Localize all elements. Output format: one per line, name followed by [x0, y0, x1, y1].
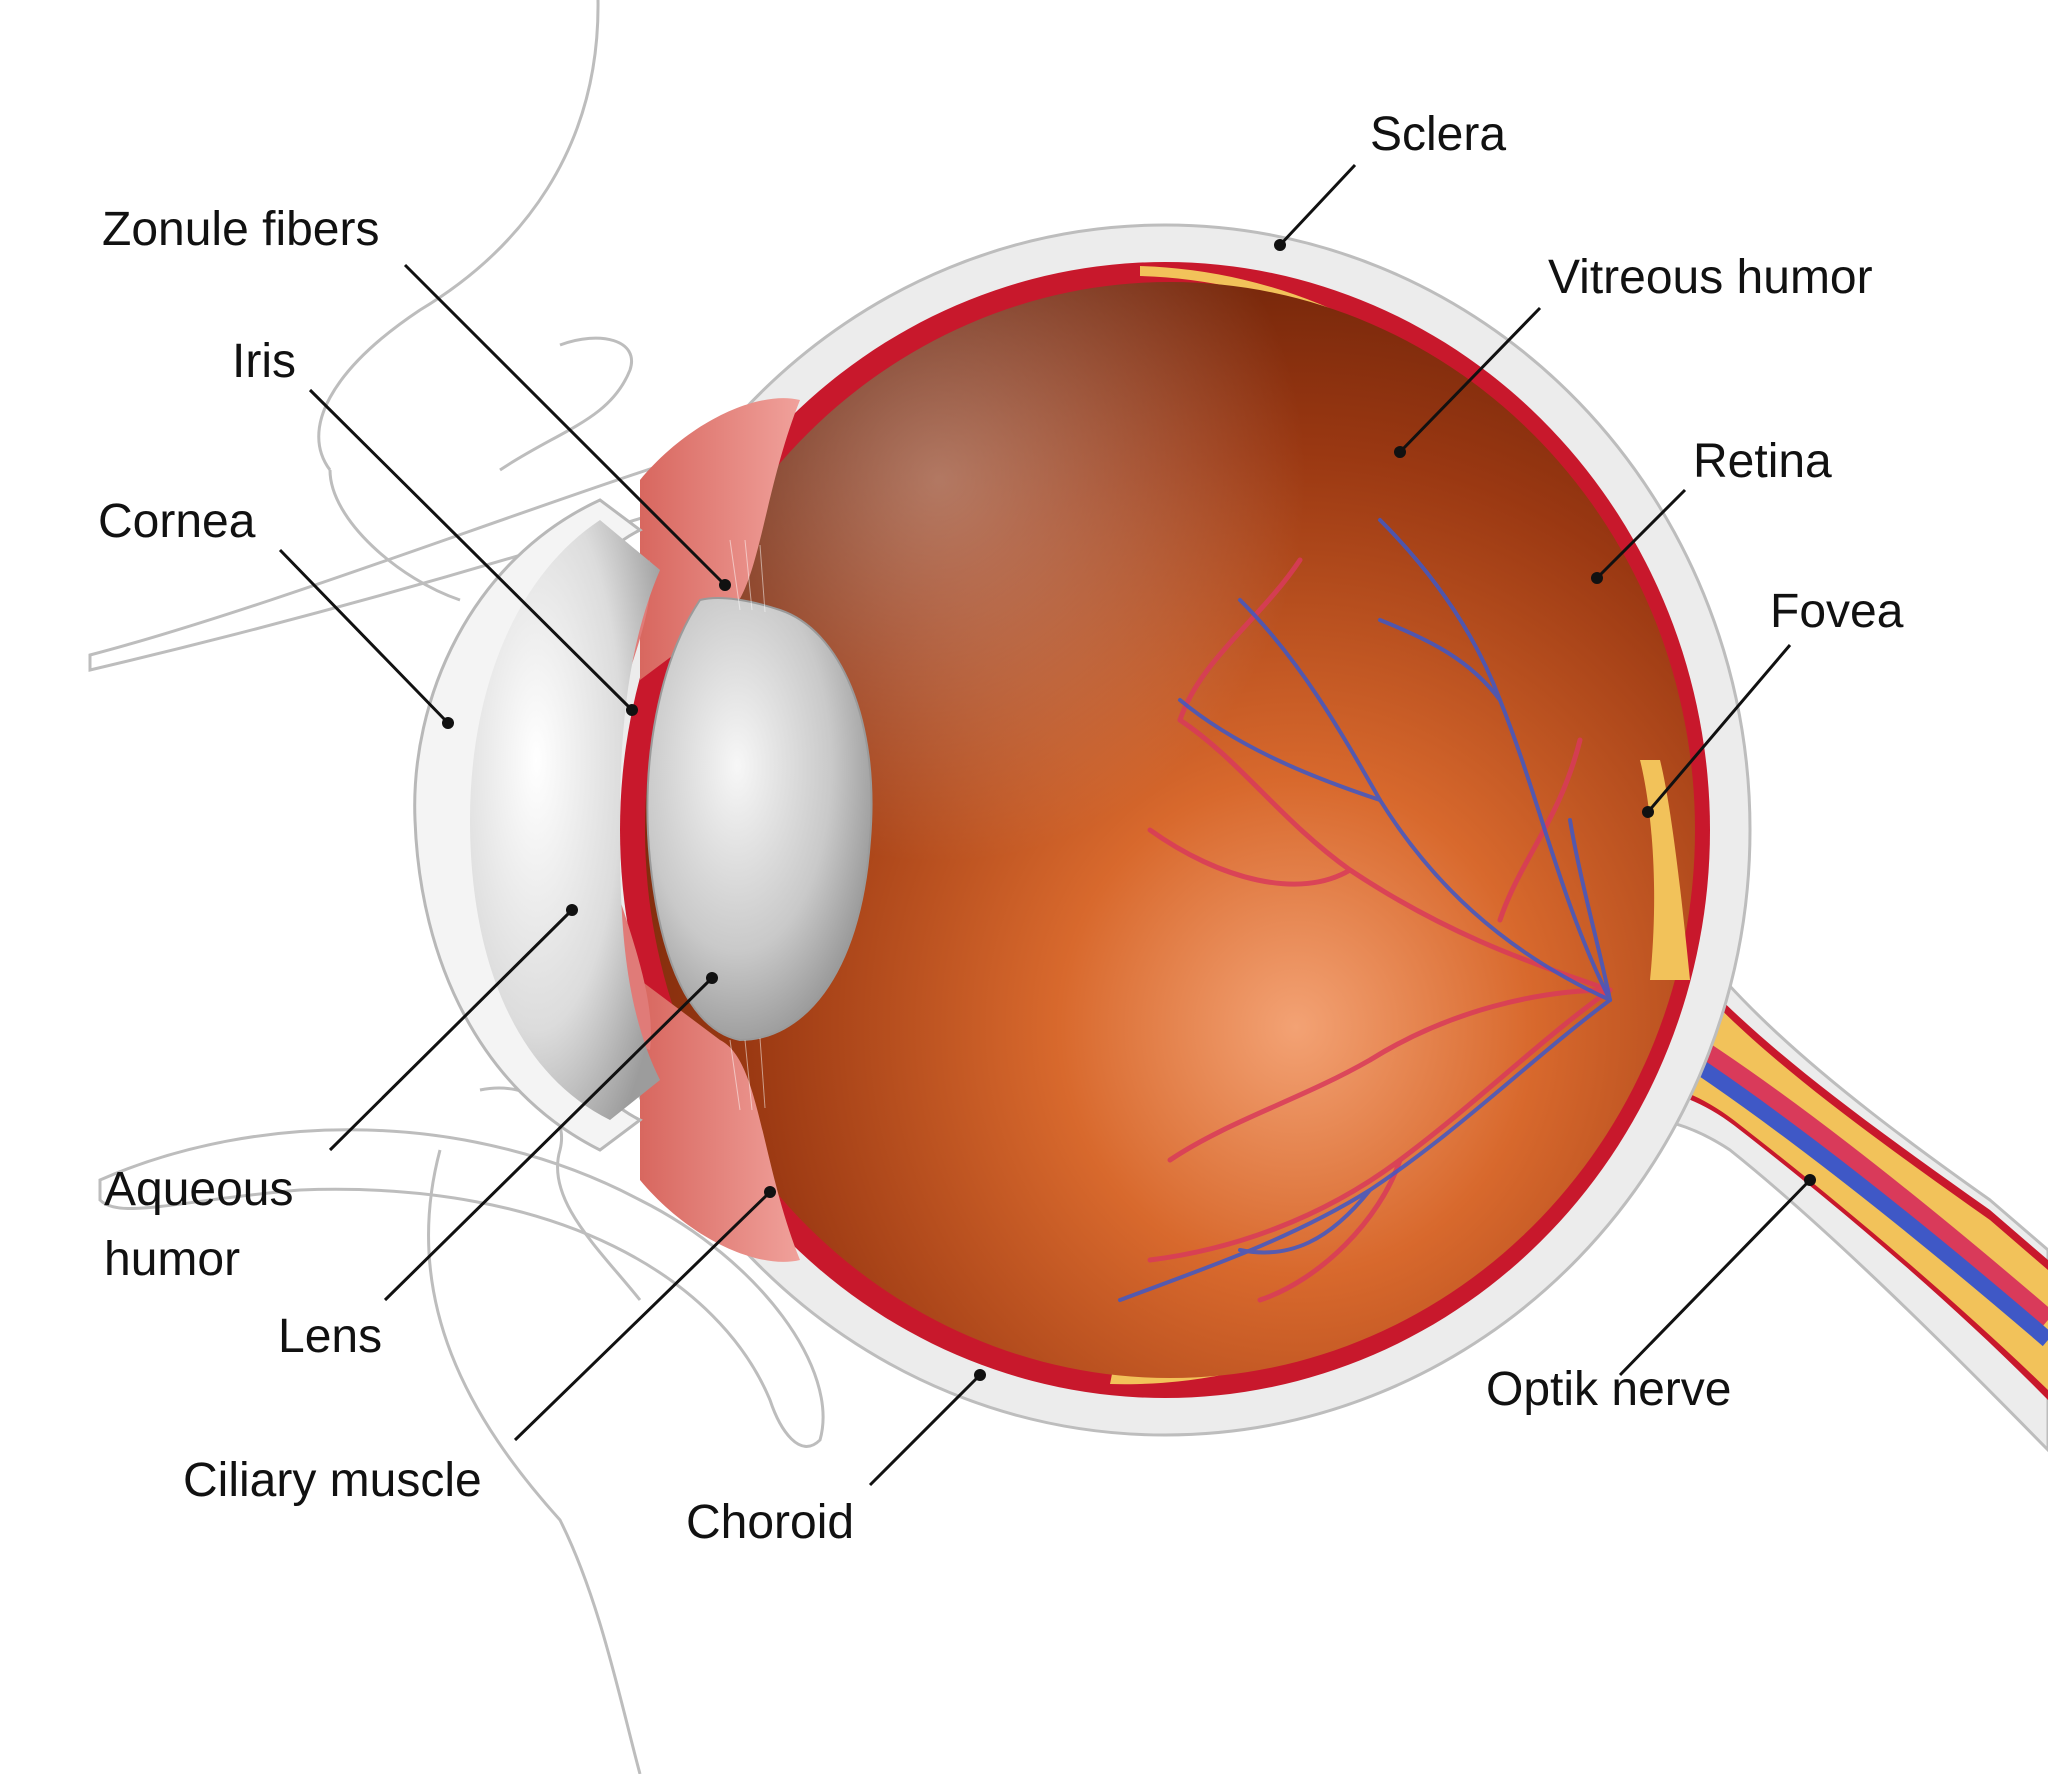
- leader-sclera-dot: [1274, 239, 1286, 251]
- leader-ciliary-muscle: [513, 1190, 772, 1442]
- leader-vitreous-humor-dot: [1394, 446, 1406, 458]
- leader-vitreous-humor: [1398, 306, 1542, 454]
- label-aqueous-line1: Aqueous: [104, 1163, 294, 1216]
- leader-zonule-fibers: [403, 263, 727, 587]
- labels-layer: Sclera Zonule fibers Vitreous humor Iris…: [98, 108, 1904, 1549]
- leader-iris-dot: [626, 704, 638, 716]
- label-aqueous-line2: humor: [104, 1233, 240, 1286]
- leader-zonule-fibers-dot: [719, 579, 731, 591]
- label-iris: Iris: [232, 335, 296, 388]
- leader-retina-dot: [1591, 572, 1603, 584]
- label-retina: Retina: [1693, 435, 1832, 488]
- label-zonule-fibers: Zonule fibers: [102, 203, 379, 256]
- leader-cornea: [278, 548, 450, 725]
- leader-ciliary-muscle-dot: [764, 1186, 776, 1198]
- leader-fovea-dot: [1642, 806, 1654, 818]
- label-ciliary-muscle: Ciliary muscle: [183, 1454, 482, 1507]
- label-optic-nerve: Optik nerve: [1486, 1363, 1731, 1416]
- label-sclera: Sclera: [1370, 108, 1506, 161]
- leader-cornea-dot: [442, 717, 454, 729]
- leader-optic-nerve-dot: [1804, 1174, 1816, 1186]
- leader-lens-dot: [706, 972, 718, 984]
- label-vitreous-humor: Vitreous humor: [1548, 251, 1873, 304]
- leader-choroid: [868, 1373, 982, 1487]
- label-cornea: Cornea: [98, 495, 256, 548]
- leader-optic-nerve: [1618, 1178, 1812, 1377]
- retinal-vessels: [1118, 518, 1613, 1303]
- leader-iris: [308, 388, 634, 712]
- leader-retina: [1595, 488, 1687, 580]
- label-choroid: Choroid: [686, 1496, 854, 1549]
- leader-fovea: [1646, 644, 1792, 813]
- leader-choroid-dot: [974, 1369, 986, 1381]
- lens-shape: [646, 539, 873, 1111]
- label-fovea: Fovea: [1770, 585, 1904, 638]
- leader-sclera: [1278, 163, 1357, 247]
- aqueous-humor-shape: [470, 520, 660, 1120]
- leader-lines: [278, 163, 1816, 1487]
- leader-aqueous-humor: [328, 908, 574, 1152]
- label-lens: Lens: [278, 1310, 382, 1363]
- leader-lens: [383, 976, 714, 1302]
- leader-aqueous-humor-dot: [566, 904, 578, 916]
